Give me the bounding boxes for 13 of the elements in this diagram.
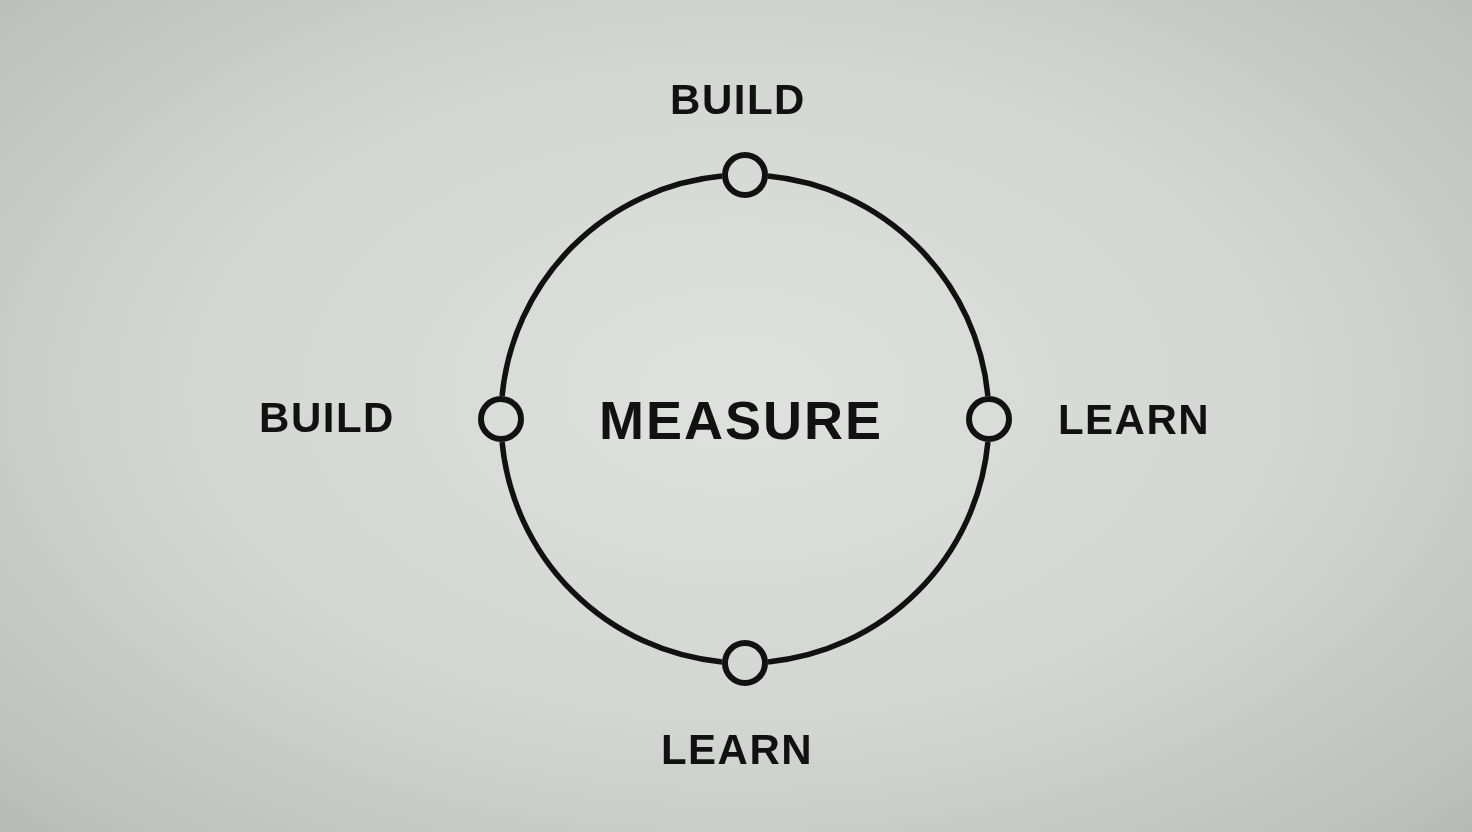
ring-marker: [966, 396, 1012, 442]
ring-marker: [722, 640, 768, 686]
ring-marker: [478, 396, 524, 442]
step-label: LEARN: [1057, 399, 1211, 441]
step-label: BUILD: [259, 397, 395, 439]
arc-connector: [767, 441, 991, 665]
arc-connector: [499, 441, 723, 665]
arc-connector: [767, 173, 991, 397]
ring-marker: [722, 152, 768, 198]
step-label: LEARN: [660, 729, 814, 771]
arc-connector: [499, 173, 723, 397]
center-label: MEASURE: [599, 393, 883, 447]
step-label: BUILD: [670, 79, 806, 121]
